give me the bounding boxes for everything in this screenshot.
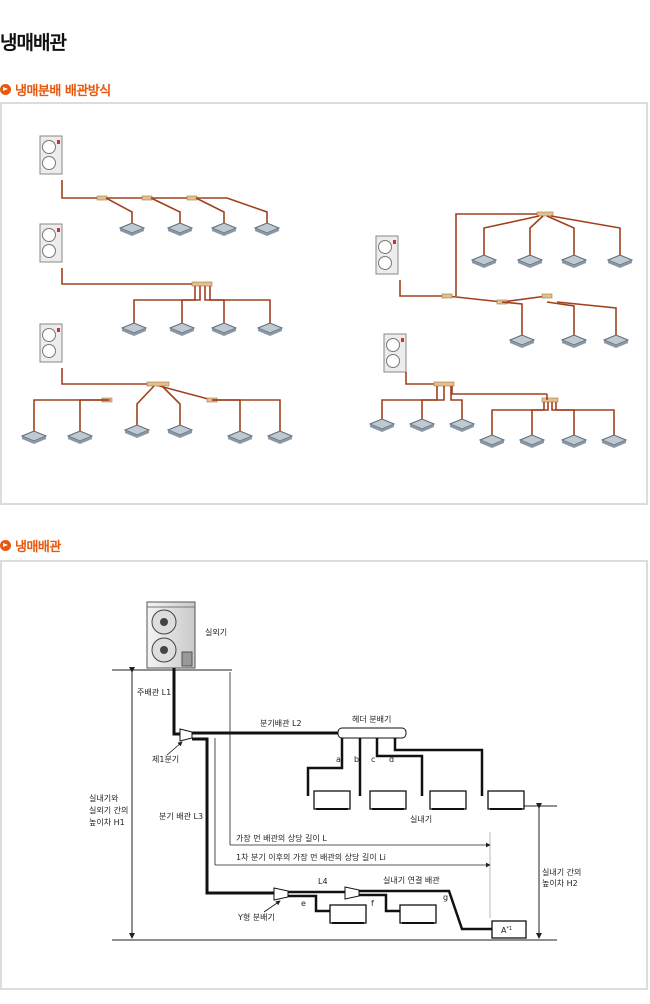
indoor-unit-icon [408,418,436,432]
piping-diagram: 실외기 주배관 L1 실내기와 실외기 간의 높이차 H1 실내기 간의 높이차… [89,601,581,941]
height-h1-line: 높이차 H1 [89,817,125,827]
header-distributor [191,281,213,287]
branch-letter-g: g [443,893,448,902]
indoor-unit-icon [399,904,437,924]
header-distributor [146,381,170,387]
branch-letter-f: f [371,899,374,908]
y-branch-fitting [273,887,289,901]
branch-letter: a [336,755,341,764]
arrow-circle-icon [0,84,11,95]
indoor-unit-icon [66,430,94,444]
branch-pipe-l3-label: 분기 배관 L3 [159,811,203,821]
indoor-unit-icon [600,434,628,448]
piping-panel: 실외기 주배관 L1 실내기와 실외기 간의 높이차 H1 실내기 간의 높이차… [0,560,648,990]
indoor-unit-icon [226,430,254,444]
main-pipe-label: 주배관 L1 [137,687,171,697]
indoor-unit-icon [478,434,506,448]
height-h2-label: 실내기 간의 높이차 H2 [542,867,581,888]
indoor-unit-icon [369,790,407,810]
unit-a-label: A [501,926,507,935]
distribution-panel [0,102,648,505]
height-h1-line: 실내기와 [89,793,119,803]
branch-joint [541,293,553,299]
indoor-unit-icon [210,322,238,336]
indoor-unit-icon [448,418,476,432]
header-label: 헤더 분배기 [352,715,391,724]
branch-joint [141,195,153,201]
outdoor-unit-icon [146,601,196,669]
branch-letter: b [354,755,359,764]
indoor-unit-icon [20,430,48,444]
branch-letter: c [371,755,375,764]
section-title: 냉매배관 [15,540,61,555]
indoor-unit-icon [470,254,498,268]
longest-l-label: 가장 먼 배관의 상당 길이 L [236,833,327,843]
indoor-unit-icon [368,418,396,432]
first-branch-fitting [179,728,193,742]
indoor-unit-icon [118,222,146,236]
branch-pipe-l2-label: 분기배관 L2 [260,718,302,728]
indoor-unit-icon [602,334,630,348]
indoor-unit-icon [560,434,588,448]
height-h1-line: 실외기 간의 [89,805,128,815]
first-branch-label: 제1분기 [152,755,179,764]
indoor-unit-icon [487,790,525,810]
indoor-unit-icon [210,222,238,236]
indoor-unit-icon [266,430,294,444]
indoor-unit-icon [606,254,634,268]
indoor-unit-icon [329,904,367,924]
indoor-unit-label: 실내기 [410,814,432,824]
header-distributor [536,211,554,217]
section-heading-distribution: 냉매분배 배관방식 [0,80,111,99]
y-branch-label: Y형 분배기 [237,913,275,922]
height-h2-line: 실내기 간의 [542,867,581,877]
unit-a-superscript: *1 [506,926,512,932]
indoor-unit-icon [123,424,151,438]
header-distributor [337,727,407,739]
arrow-circle-icon [0,540,11,551]
longest-li-label: 1차 분기 이후의 가장 먼 배관의 상당 길이 Li [236,852,386,862]
branch-joint [441,293,453,299]
l4-label: L4 [318,877,328,886]
indoor-unit-icon [508,334,536,348]
height-h1-label: 실내기와 실외기 간의 높이차 H1 [89,793,128,827]
outdoor-unit-icon [375,235,399,275]
page-title: 냉매배관 [0,32,67,54]
branch-joint [96,195,108,201]
indoor-unit-icon [166,222,194,236]
indoor-unit-icon [120,322,148,336]
distribution-diagram [20,135,634,448]
indoor-unit-icon [429,790,467,810]
branch-letter: d [389,755,394,764]
indoor-unit-icon [560,254,588,268]
outdoor-unit-icon [39,135,63,175]
branch-letter-e: e [301,899,306,908]
indoor-unit-icon [253,222,281,236]
outdoor-unit-icon [383,333,407,373]
svg-text:A*1: A*1 [501,926,512,935]
indoor-unit-a [491,920,527,939]
outdoor-unit-icon [39,223,63,263]
indoor-unit-icon [313,790,351,810]
indoor-unit-icon [256,322,284,336]
height-h2-line: 높이차 H2 [542,878,578,888]
indoor-unit-icon [560,334,588,348]
header-distributor [433,381,455,387]
outdoor-unit-icon [39,323,63,363]
branch-joint [186,195,198,201]
indoor-connection-label: 실내기 연결 배관 [383,875,440,885]
indoor-unit-icon [516,254,544,268]
y-branch-fitting [344,886,360,900]
section-title: 냉매분배 배관방식 [15,84,111,99]
section-heading-piping: 냉매배관 [0,536,61,555]
header-distributor [541,397,559,403]
indoor-unit-icon [166,424,194,438]
outdoor-unit-label: 실외기 [205,627,227,637]
indoor-unit-icon [168,322,196,336]
indoor-unit-icon [518,434,546,448]
